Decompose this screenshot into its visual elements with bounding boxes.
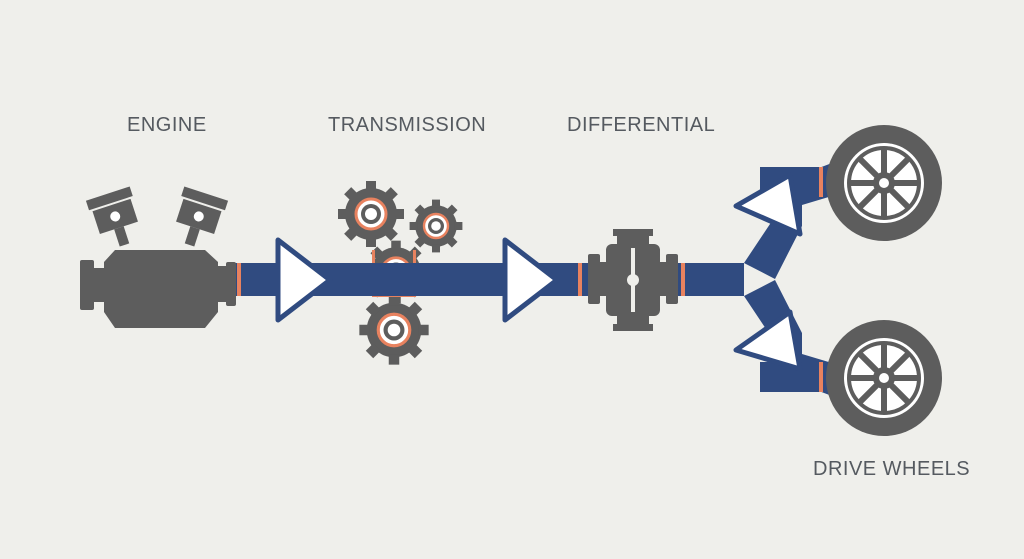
differential-icon xyxy=(588,229,678,331)
engine-label: ENGINE xyxy=(127,114,207,136)
gear-icon xyxy=(336,179,406,249)
transmission-shaft xyxy=(330,263,510,296)
drive-wheels-label: DRIVE WHEELS xyxy=(813,458,971,480)
gear-icon xyxy=(408,198,464,254)
arrow-icon xyxy=(733,309,803,372)
piston-icon xyxy=(176,186,229,247)
wheel-icon xyxy=(826,320,942,436)
differential-label: DIFFERENTIAL xyxy=(567,114,716,136)
gear-icon xyxy=(357,293,431,367)
arrow-icon xyxy=(733,172,803,237)
wheel-icon xyxy=(826,125,942,241)
arrow-icon xyxy=(502,237,560,323)
arrow-icon xyxy=(275,237,333,323)
engine-icon xyxy=(80,186,236,328)
piston-icon xyxy=(85,186,138,247)
transmission-label: TRANSMISSION xyxy=(328,114,487,136)
